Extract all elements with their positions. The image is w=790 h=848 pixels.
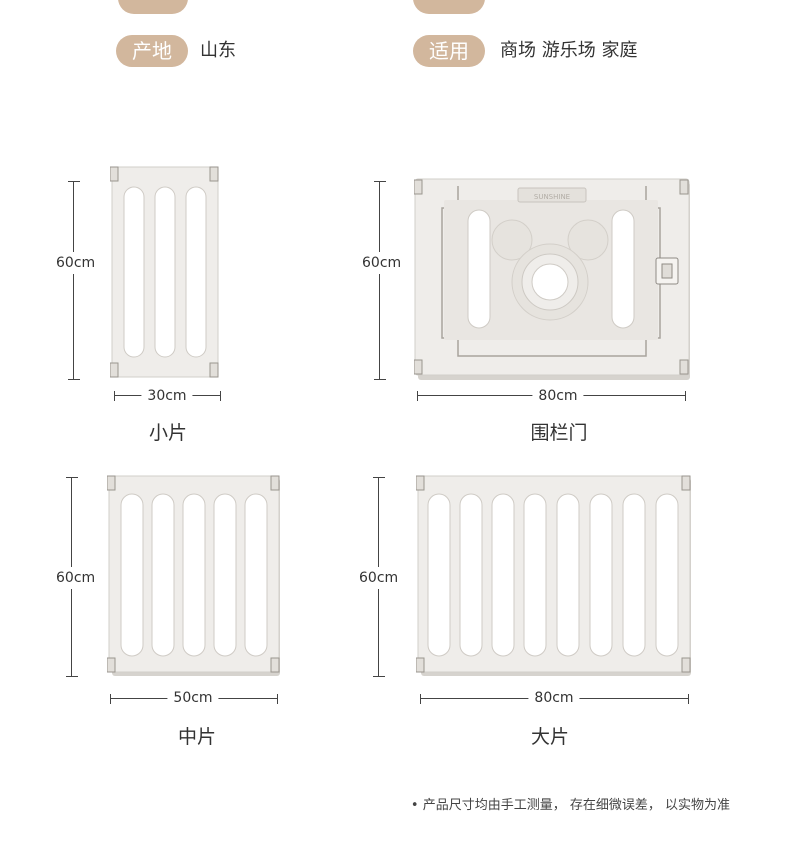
door-height-label: 60cm [362,252,402,274]
medium-width-label: 50cm [167,690,219,706]
usage-badge: 适用 [413,35,485,67]
small-panel-image [110,165,222,381]
large-width-label: 80cm [528,690,580,706]
origin-value: 山东 [200,40,236,61]
door-panel-image: SUNSHINE [414,178,694,382]
door-width-label: 80cm [532,388,584,404]
door-logo-text: SUNSHINE [534,193,570,201]
cropped-pill-right [413,0,485,14]
measurement-note: • 产品尺寸均由手工测量， 存在细微误差， 以实物为准 [410,798,730,813]
medium-panel-image [107,474,283,678]
large-panel-image [416,474,694,678]
door-panel-caption: 围栏门 [530,422,588,444]
medium-height-label: 60cm [56,567,96,589]
large-panel-caption: 大片 [530,726,570,748]
door-height-dimension [374,181,386,380]
medium-panel-caption: 中片 [177,726,217,748]
origin-badge: 产地 [116,35,188,67]
small-height-label: 60cm [56,252,96,274]
small-panel-caption: 小片 [148,422,188,444]
usage-value: 商场 游乐场 家庭 [500,40,638,61]
cropped-pill-left [118,0,188,14]
large-height-label: 60cm [359,567,399,589]
small-width-label: 30cm [141,388,193,404]
small-height-dimension [68,181,80,380]
